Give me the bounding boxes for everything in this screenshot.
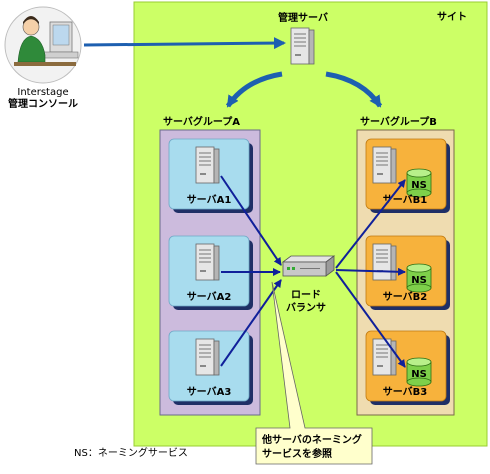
server-b3-icon: [372, 338, 397, 376]
server-b3-badge: NS: [411, 369, 427, 380]
a3-to-lb-arrow: [220, 279, 282, 367]
server-b2-label: サーバB2: [383, 291, 428, 303]
load-balancer-label-line2: バランサ: [286, 302, 326, 314]
lb-to-b2-arrow: [335, 267, 406, 276]
server-b3-tile[interactable]: NS サーバB3: [365, 330, 450, 405]
console-label-line1: Interstage: [17, 87, 68, 98]
server-a3-label: サーバA3: [187, 386, 232, 398]
load-balancer-icon: [281, 255, 336, 277]
admin-to-group-a-arrow: [225, 71, 283, 108]
group-a-label: サーバグループA: [163, 115, 240, 128]
server-b1-label: サーバB1: [383, 194, 428, 206]
load-balancer-label-line1: ロード: [291, 289, 321, 301]
server-a3-tile[interactable]: サーバA3: [168, 330, 253, 405]
server-a1-icon: [195, 146, 220, 184]
admin-server-icon: [290, 27, 315, 65]
server-a2-icon: [195, 243, 220, 281]
lb-to-b1-arrow: [335, 179, 406, 269]
group-b-label: サーバグループB: [360, 115, 437, 128]
admin-console-icon: [4, 6, 82, 84]
server-b2-icon: [372, 243, 397, 281]
server-b3-label: サーバB3: [383, 386, 428, 398]
callout-line2: サービスを参照: [262, 447, 332, 460]
server-a2-tile[interactable]: サーバA2: [168, 235, 253, 310]
console-to-admin-arrow: [83, 37, 286, 50]
server-a3-icon: [195, 338, 220, 376]
server-b2-tile[interactable]: NS サーバB2: [365, 235, 450, 310]
server-a1-tile[interactable]: サーバA1: [168, 138, 253, 213]
server-a2-label: サーバA2: [187, 291, 232, 303]
admin-to-group-b-arrow: [325, 71, 383, 108]
admin-server-label: 管理サーバ: [278, 11, 328, 24]
ns-db-icon: [406, 357, 432, 387]
ns-db-icon: [406, 168, 432, 198]
site-label: サイト: [437, 11, 467, 23]
server-b1-icon: [372, 146, 397, 184]
callout-bubble: [255, 281, 373, 465]
server-b2-badge: NS: [411, 275, 427, 286]
callout-line1: 他サーバのネーミング: [261, 433, 362, 446]
ns-db-icon: [406, 263, 432, 293]
console-label-line2: 管理コンソール: [8, 97, 78, 110]
server-b1-badge: NS: [411, 180, 427, 191]
server-b1-tile[interactable]: NS サーバB1: [365, 138, 450, 213]
footnote: NS：ネーミングサービス: [74, 446, 188, 459]
server-a1-label: サーバA1: [187, 194, 232, 206]
lb-to-b3-arrow: [335, 271, 406, 368]
a1-to-lb-arrow: [220, 175, 282, 266]
